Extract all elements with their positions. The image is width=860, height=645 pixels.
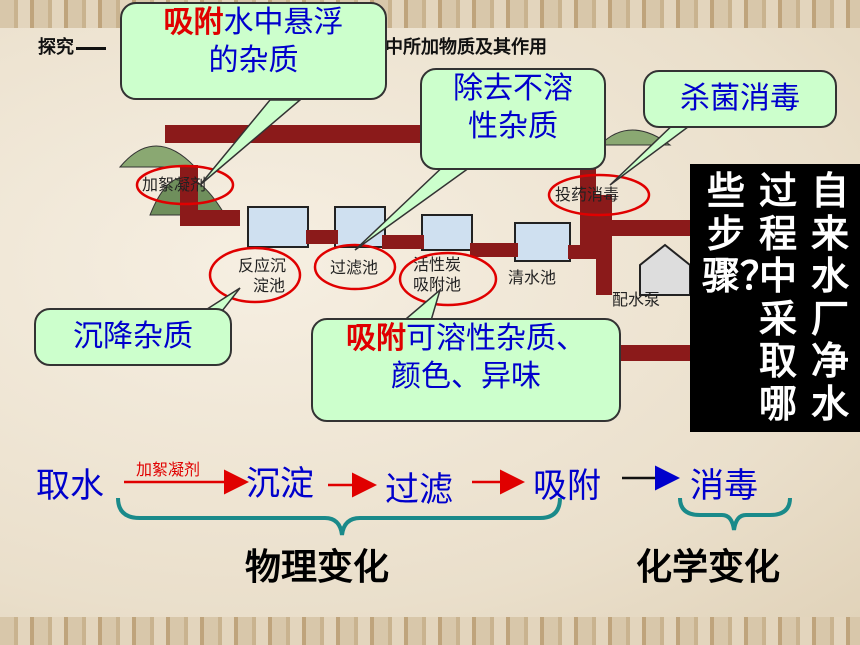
label-clear-water: 清水池	[508, 268, 556, 287]
callout-sedimentation: 沉降杂质	[34, 308, 232, 366]
label-carbon-tank-2: 吸附池	[413, 275, 461, 294]
flow-filter: 过滤	[385, 470, 453, 510]
decorative-border-bottom	[0, 617, 860, 645]
flow-sediment: 沉淀	[246, 464, 314, 504]
label-filter-tank: 过滤池	[330, 258, 378, 277]
brace-physical	[116, 497, 562, 536]
label-reaction-tank-1: 反应沉	[238, 256, 286, 275]
label-flocculant: 加絮凝剂	[142, 175, 206, 194]
question-col-2: 过程中采取哪	[758, 169, 797, 426]
physical-change-label: 物理变化	[245, 547, 390, 588]
label-carbon-tank-1: 活性炭	[413, 255, 461, 274]
label-reaction-tank-2: 淀池	[253, 276, 285, 295]
callout-adsorb-soluble: 吸附可溶性杂质、 颜色、异味	[311, 318, 621, 422]
question-col-1: 自来水厂净水	[810, 169, 849, 426]
flow-flocculant-label: 加絮凝剂	[136, 460, 201, 479]
flow-take-water: 取水	[36, 466, 104, 506]
label-dosing: 投药消毒	[555, 185, 619, 204]
label-pump: 配水泵	[612, 290, 660, 309]
flow-adsorb: 吸附	[533, 466, 601, 506]
slide-title-right: 中所加物质及其作用	[385, 37, 547, 58]
question-box: 自来水厂净水 过程中采取哪 些步骤？	[690, 164, 860, 432]
chemical-change-label: 化学变化	[636, 547, 781, 588]
callout-adsorb-suspended: 吸附水中悬浮 的杂质	[120, 2, 387, 100]
callout-disinfect: 杀菌消毒	[643, 70, 837, 128]
flow-disinfect: 消毒	[690, 466, 758, 506]
brace-chemical	[678, 497, 792, 531]
slide-title-left: 探究	[38, 33, 106, 59]
callout-remove-insoluble: 除去不溶 性杂质	[420, 68, 606, 170]
